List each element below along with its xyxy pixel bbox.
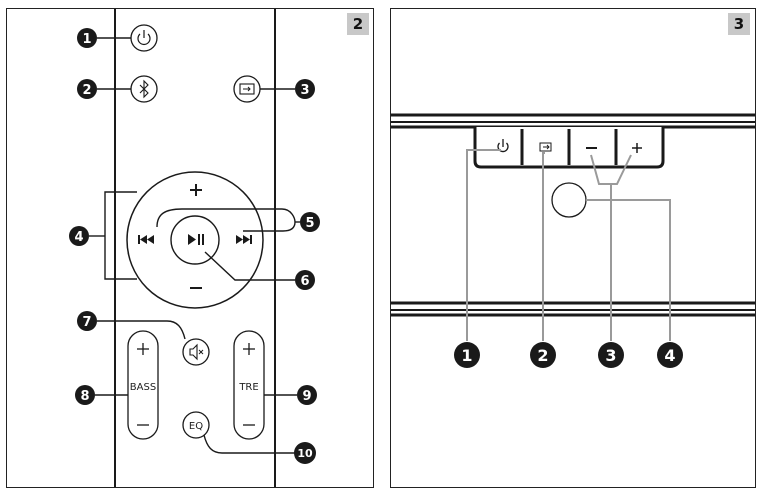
- svg-text:10: 10: [297, 447, 313, 460]
- eq-label: EQ: [189, 421, 203, 432]
- soundbar-button-strip: [473, 127, 665, 169]
- svg-text:4: 4: [664, 346, 675, 365]
- source-icon: [539, 142, 552, 152]
- treble-label: TRE: [238, 382, 258, 393]
- next-icon: [236, 235, 250, 244]
- soundbar-volume-up-button[interactable]: [632, 143, 642, 153]
- svg-text:4: 4: [74, 230, 83, 245]
- soundbar-top-edge: [391, 113, 755, 129]
- bass-label: BASS: [130, 382, 156, 393]
- figure-number-tag: 3: [728, 13, 750, 35]
- remote-drawing: BASS TRE EQ: [69, 9, 320, 487]
- callout-1: 1: [454, 342, 480, 368]
- navigation-ring: [126, 171, 264, 309]
- source-button[interactable]: [233, 75, 261, 103]
- svg-text:3: 3: [300, 83, 309, 98]
- soundbar-bottom-edge: [391, 301, 755, 317]
- mute-button[interactable]: [182, 338, 210, 366]
- play-pause-icon: [188, 234, 196, 245]
- bluetooth-icon: [139, 79, 149, 99]
- svg-text:1: 1: [461, 346, 472, 365]
- callout-6: 6: [295, 270, 315, 290]
- callout-10: 10: [294, 442, 316, 464]
- leader-lines: [466, 149, 671, 341]
- svg-text:8: 8: [80, 389, 89, 404]
- bluetooth-button[interactable]: [130, 75, 158, 103]
- next-track-button[interactable]: [236, 235, 252, 244]
- callout-1: 1: [77, 28, 97, 48]
- mute-icon: [189, 343, 198, 361]
- svg-text:6: 6: [300, 274, 309, 289]
- callout-5: 5: [300, 212, 320, 232]
- svg-text:5: 5: [305, 216, 314, 231]
- previous-track-button[interactable]: [138, 235, 154, 244]
- svg-text:3: 3: [605, 346, 616, 365]
- play-pause-button[interactable]: [170, 215, 220, 265]
- callout-3: 3: [598, 342, 624, 368]
- svg-text:2: 2: [537, 346, 548, 365]
- power-icon: [137, 33, 151, 45]
- svg-text:9: 9: [302, 389, 311, 404]
- callout-2: 2: [530, 342, 556, 368]
- power-button[interactable]: [130, 24, 158, 52]
- callout-9: 9: [297, 385, 317, 405]
- svg-text:2: 2: [82, 83, 91, 98]
- callout-8: 8: [75, 385, 95, 405]
- soundbar-drawing: 1 2 3 4: [391, 113, 755, 368]
- callout-7: 7: [77, 311, 97, 331]
- leader-lines: [89, 37, 300, 454]
- soundbar-power-button[interactable]: [497, 139, 509, 153]
- treble-rocker[interactable]: TRE: [233, 330, 265, 440]
- callout-2: 2: [77, 79, 97, 99]
- bass-rocker[interactable]: BASS: [127, 330, 159, 440]
- svg-text:7: 7: [82, 315, 91, 330]
- callout-4: 4: [69, 226, 89, 246]
- figure-number-tag: 2: [347, 13, 369, 35]
- eq-button[interactable]: EQ: [182, 411, 210, 439]
- svg-text:1: 1: [82, 32, 91, 47]
- remote-diagram-panel: 2: [6, 8, 374, 488]
- remote-sensor: [551, 182, 587, 218]
- callout-3: 3: [295, 79, 315, 99]
- previous-icon: [140, 235, 154, 244]
- soundbar-top-diagram-panel: 3: [390, 8, 756, 488]
- callout-4: 4: [657, 342, 683, 368]
- source-icon: [239, 83, 255, 95]
- soundbar-source-button[interactable]: [539, 142, 552, 152]
- power-icon: [497, 142, 509, 153]
